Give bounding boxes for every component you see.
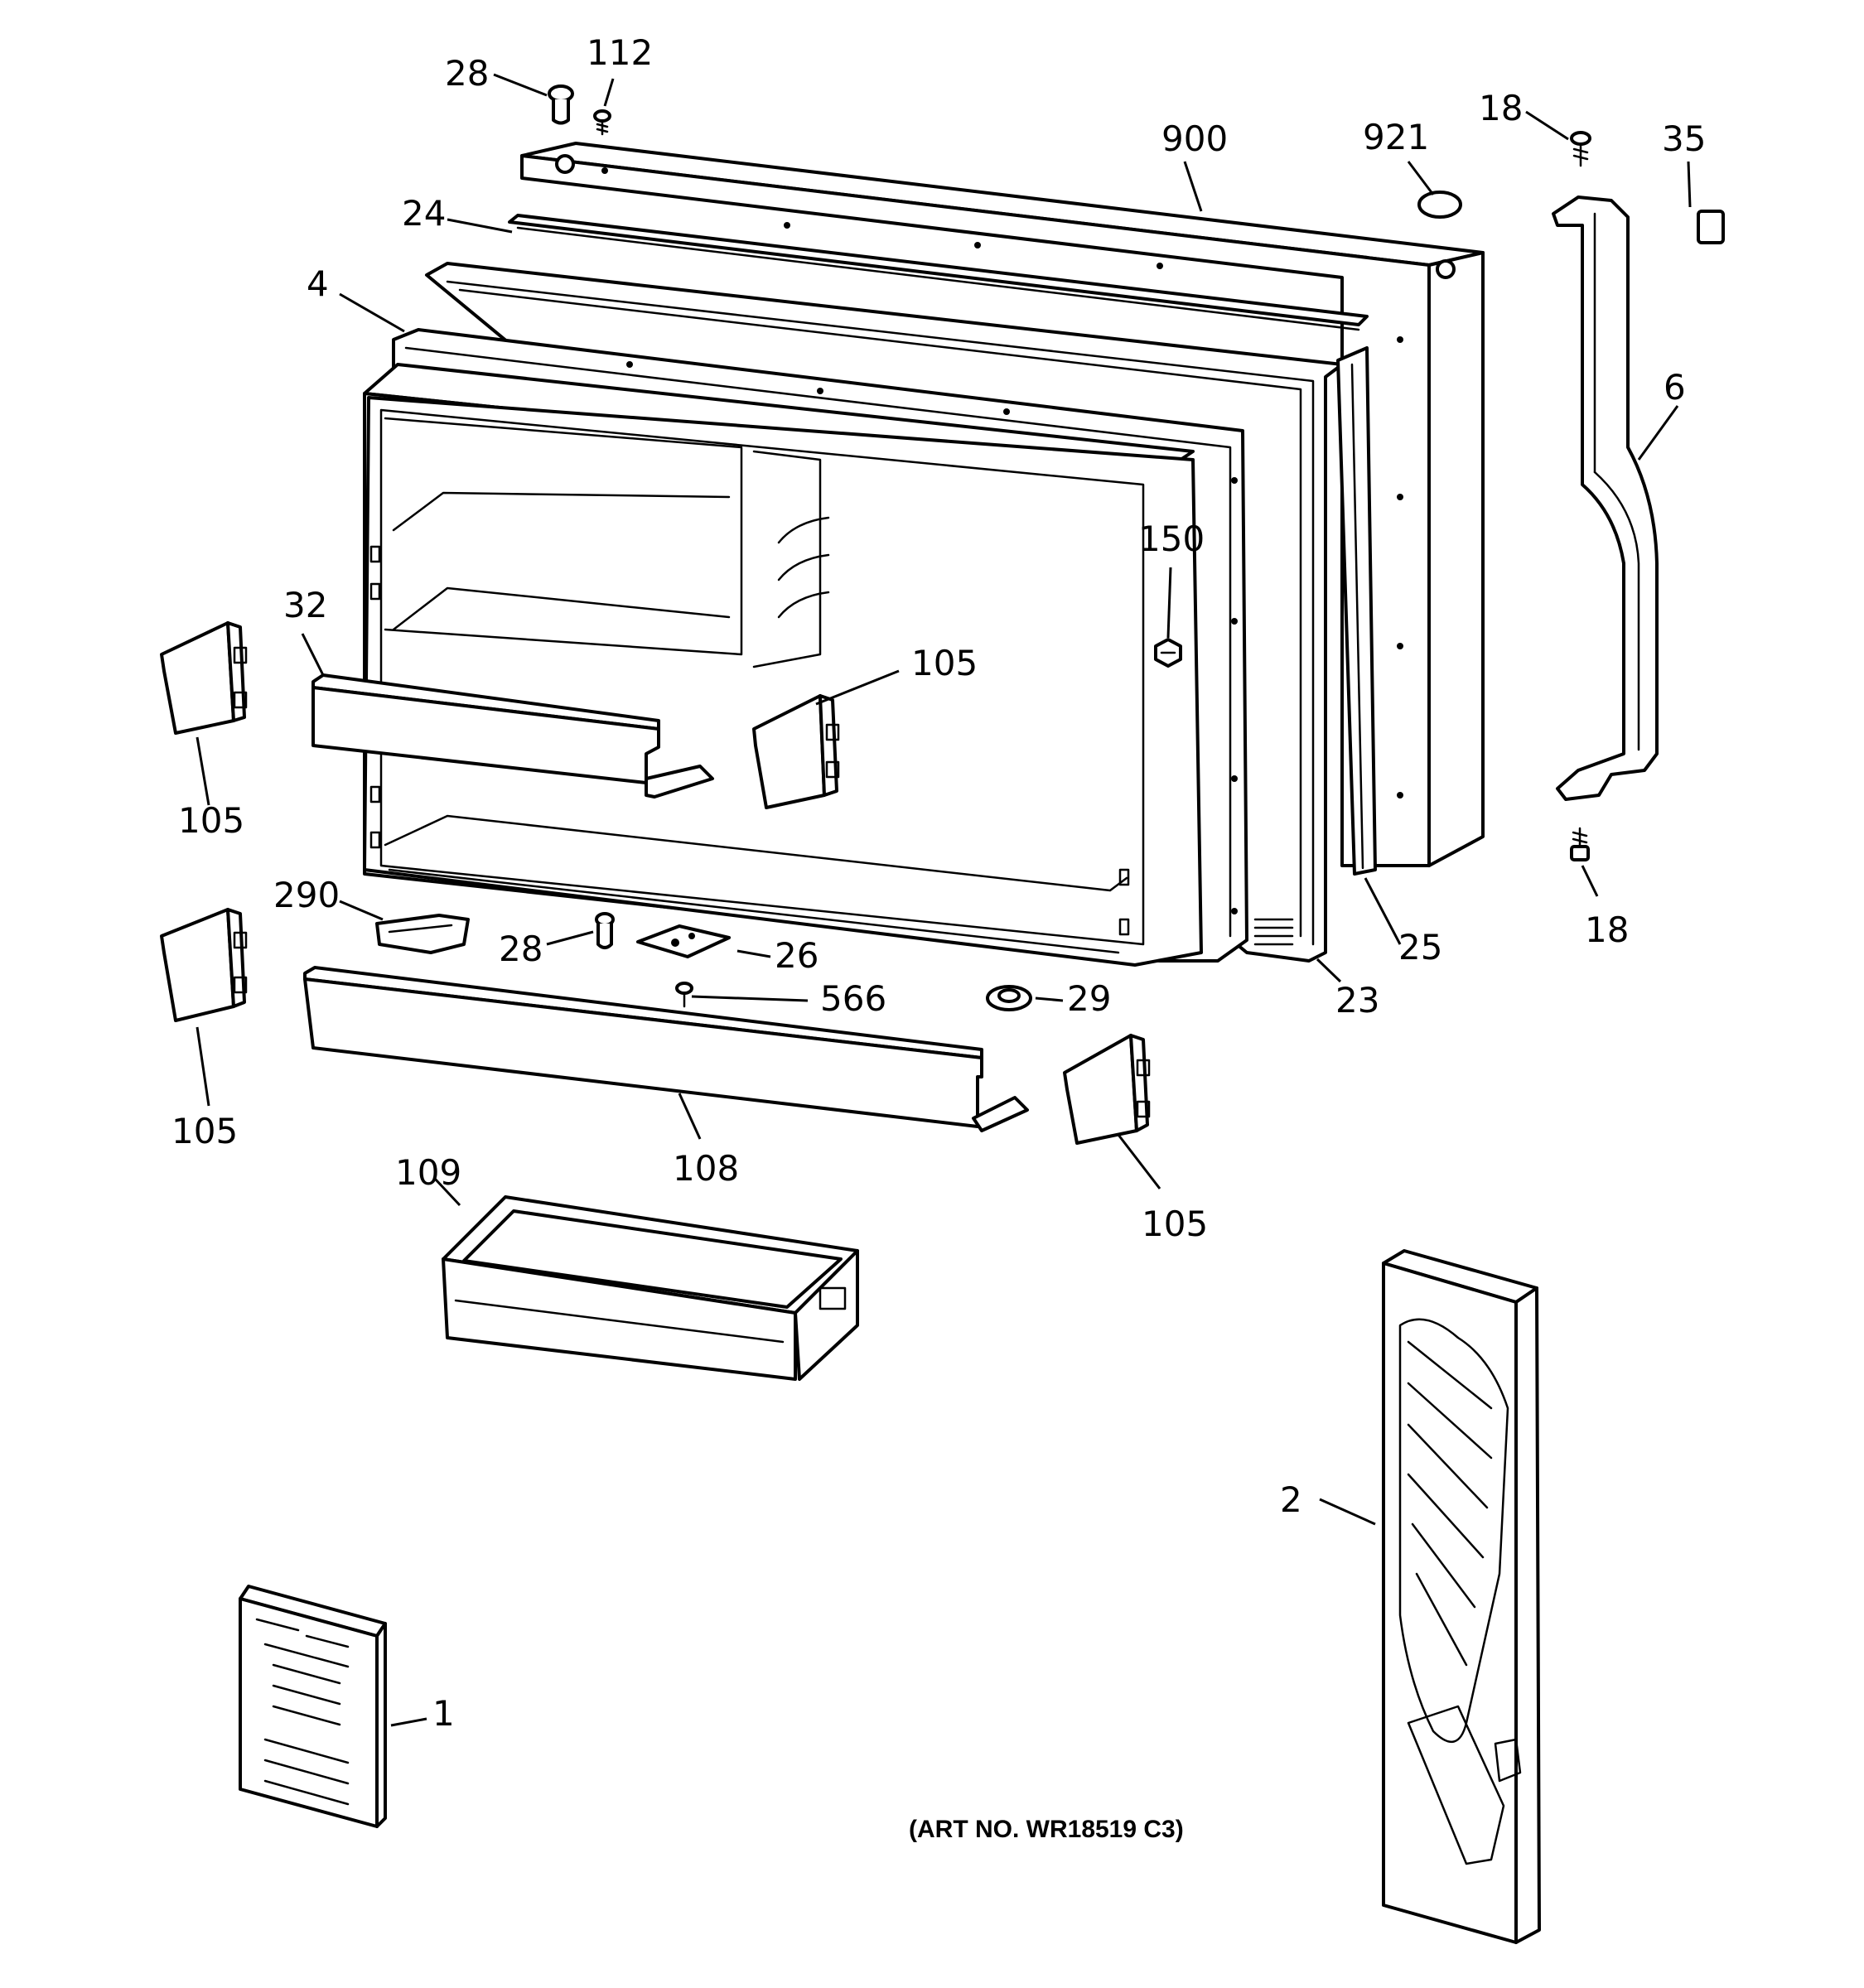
callout-1: 1 [432, 1693, 455, 1734]
callout-566: 566 [820, 978, 886, 1019]
callout-24: 24 [402, 193, 446, 234]
screw-150 [1154, 638, 1182, 668]
callout-28-mid: 28 [499, 929, 543, 969]
storage-bin-109 [442, 1195, 859, 1381]
door-stop-pin-top [548, 84, 574, 125]
block-290 [375, 914, 470, 954]
screw-566 [675, 982, 693, 1008]
top-trim-strip [508, 214, 1369, 331]
screw-18-bottom [1570, 827, 1590, 861]
outer-door-panel [520, 142, 1485, 867]
callout-105-left-top: 105 [178, 800, 244, 841]
callout-26: 26 [775, 935, 819, 976]
breaker-strip [1336, 346, 1377, 876]
callout-105-mid: 105 [911, 643, 978, 683]
owners-manual [239, 1585, 387, 1828]
art-number: (ART NO. WR18519 C3) [909, 1816, 1184, 1843]
plate-26 [636, 924, 731, 958]
callout-150: 150 [1138, 519, 1205, 559]
screw-18-top [1570, 131, 1591, 167]
plug-921 [1417, 191, 1462, 219]
callout-108: 108 [673, 1148, 739, 1189]
shelf-bar-32 [311, 673, 714, 799]
callout-6: 6 [1664, 367, 1686, 408]
callout-105-right: 105 [1142, 1204, 1208, 1244]
inner-door-liner [363, 328, 1248, 967]
callout-25: 25 [1398, 927, 1442, 967]
shelf-bracket-105-mid [752, 694, 840, 809]
door-stop-pin-mid [595, 912, 615, 949]
callout-35: 35 [1662, 118, 1706, 159]
handle-cap-35 [1697, 210, 1725, 244]
callout-105-left-bottom: 105 [171, 1111, 238, 1151]
callout-4: 4 [307, 263, 329, 304]
grommet-29 [986, 985, 1032, 1011]
door-assembly-2 [1382, 1249, 1541, 1944]
screw-112 [593, 109, 611, 136]
callout-28-top: 28 [445, 53, 489, 94]
callout-29: 29 [1067, 978, 1111, 1019]
door-handle [1552, 195, 1659, 801]
callout-921: 921 [1363, 117, 1429, 157]
callout-18-bottom: 18 [1585, 910, 1629, 950]
leader-lines [196, 73, 1692, 1727]
callout-23: 23 [1335, 980, 1379, 1021]
shelf-bracket-105-left-bottom [160, 908, 248, 1022]
callout-112: 112 [587, 32, 653, 73]
callout-900: 900 [1161, 118, 1228, 159]
callout-18-top: 18 [1479, 88, 1523, 128]
shelf-bracket-105-right [1063, 1034, 1151, 1145]
callout-labels: 28 112 900 921 18 35 24 4 6 150 32 105 1… [171, 32, 1706, 1734]
callout-290: 290 [273, 875, 340, 915]
callout-109: 109 [395, 1152, 461, 1193]
shelf-bar-108 [303, 966, 1029, 1132]
shelf-bracket-105-left-top [160, 621, 248, 735]
callout-2: 2 [1280, 1479, 1302, 1520]
callout-32: 32 [283, 585, 327, 625]
